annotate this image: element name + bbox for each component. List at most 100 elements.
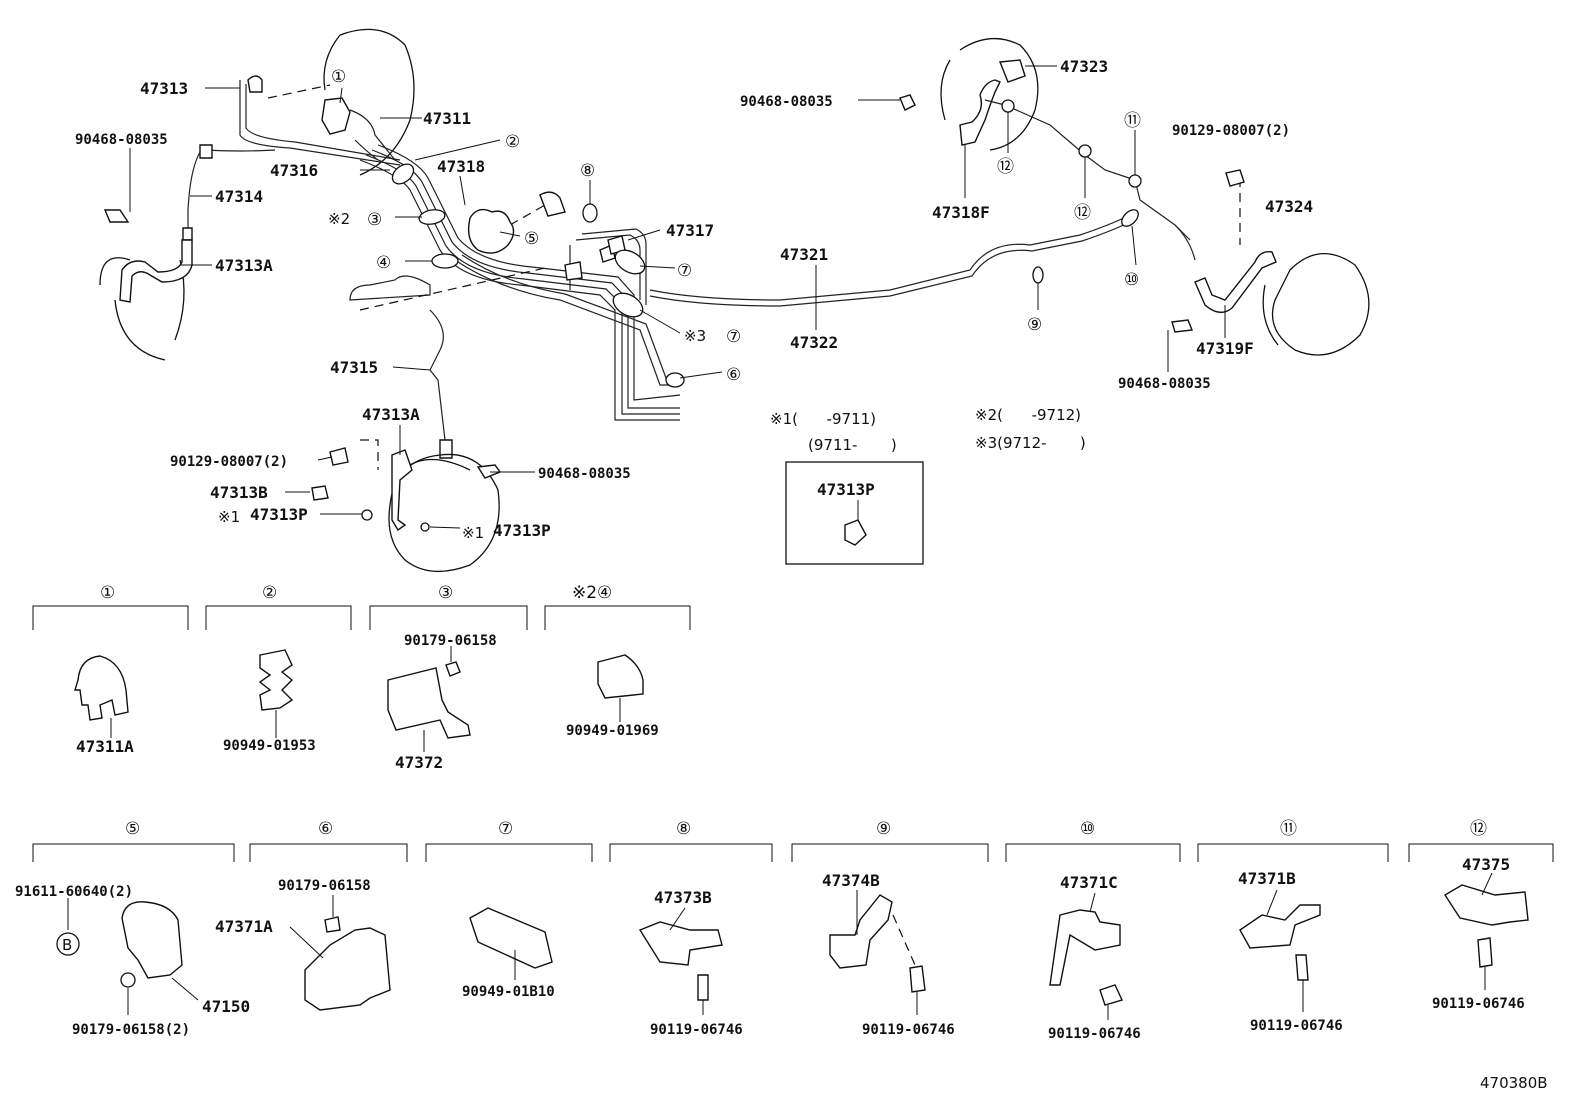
proportioning-valve-part [321,97,351,135]
label-47371C: 47371C [1060,873,1118,892]
label-47318: 47318 [437,157,485,176]
callout-8: ⑧ [580,161,595,181]
bracket-5-part [467,208,515,254]
label-90129-a: 90129-08007(2) [170,454,288,470]
label-47313A-bottom: 47313A [362,405,420,424]
part-47311A [74,655,129,721]
label-90468-d: 90468-08035 [1118,376,1211,392]
rear-upper-brake-assembly [899,37,1191,284]
label-90179-a: 90179-06158 [404,633,497,649]
part-47375 [1444,884,1529,926]
group-4: ※2④ [572,583,612,603]
label-90179-c: 90179-06158 [278,878,371,894]
label-90119-a: 90119-06746 [650,1022,743,1038]
part-47150 [121,901,183,979]
label-47316: 47316 [270,161,318,180]
group-brackets [32,605,1554,862]
callout-1: ① [331,67,346,87]
callout-11: ⑪ [1124,111,1141,131]
mark-3: ※3 [684,327,706,345]
label-90949-01953: 90949-01953 [223,738,316,754]
part-90949-01953 [258,649,294,711]
label-47373B: 47373B [654,888,712,907]
group-11: ⑪ [1280,819,1297,839]
label-47313P-a: 47313P [250,505,308,524]
label-90119-d: 90119-06746 [1250,1018,1343,1034]
label-90468-c: 90468-08035 [740,94,833,110]
leader-lines [129,65,1226,529]
mark-2: ※2 [328,210,350,228]
label-47313P-box: 47313P [817,480,875,499]
label-47318F: 47318F [932,203,990,222]
group-1: ① [100,583,115,603]
note-2: ※2( -9712) [975,406,1081,424]
label-47315: 47315 [330,358,378,377]
callout-2: ② [505,132,520,152]
label-90119-e: 90119-06746 [1432,996,1525,1012]
part-47371C [1049,909,1121,986]
group-12: ⑫ [1470,819,1487,839]
callout-7a: ⑦ [677,261,692,281]
mark-1b: ※1 [462,524,484,542]
group-3: ③ [438,583,453,603]
part-47371A [304,927,391,1011]
label-90468-b: 90468-08035 [538,466,631,482]
part-47374B [829,894,893,969]
label-47311: 47311 [423,109,471,128]
part-47373B [638,921,723,966]
group-7: ⑦ [498,819,513,839]
label-90119-b: 90119-06746 [862,1022,955,1038]
group-9: ⑨ [876,819,891,839]
callout-numbers: ① ② ※2 ③ ④ ⑤ ⑥ ⑦ ※3 ⑦ ⑧ ⑨ ⑩ ⑪ ⑫ ⑫ ※1 ※1 … [56,67,1141,956]
diagram-id: 470380B [1480,1074,1548,1092]
note-1b: (9711- ) [808,436,897,454]
group-10: ⑩ [1080,819,1095,839]
callout-12b: ⑫ [1074,203,1091,223]
label-47321: 47321 [780,245,828,264]
label-47371A: 47371A [215,917,273,936]
label-47150: 47150 [202,997,250,1016]
note-1a: ※1( -9711) [770,410,876,428]
part-47371B [1239,904,1321,949]
label-47372: 47372 [395,753,443,772]
group-5: ⑤ [125,819,140,839]
callout-6: ⑥ [726,365,741,385]
callout-9: ⑨ [1027,315,1042,335]
label-47371B: 47371B [1238,869,1296,888]
label-47314: 47314 [215,187,263,206]
label-90179-b: 90179-06158(2) [72,1022,190,1038]
note-3: ※3(9712- ) [975,434,1086,452]
callout-7b: ⑦ [726,327,741,347]
label-47313A-top: 47313A [215,256,273,275]
label-90949-01B10: 90949-01B10 [462,984,555,1000]
main-tube-bundle [349,144,1133,459]
label-90129-b: 90129-08007(2) [1172,123,1290,139]
detail-parts-row2 [67,872,1529,1020]
label-47317: 47317 [666,221,714,240]
mark-1a: ※1 [218,508,240,526]
label-90468-a: 90468-08035 [75,132,168,148]
callout-3: ③ [367,210,382,230]
label-91611: 91611-60640(2) [15,884,133,900]
label-90949-01969: 90949-01969 [566,723,659,739]
date-notes: ※1( -9711) (9711- ) ※2( -9712) ※3(9712- … [770,406,1086,454]
note-box-47313P [785,461,924,565]
callout-12a: ⑫ [997,157,1014,177]
label-47323: 47323 [1060,57,1108,76]
label-47374B: 47374B [822,871,880,890]
part-90949-01B10 [469,907,553,969]
label-47313: 47313 [140,79,188,98]
part-number-labels: 47313 47311 90468-08035 47316 47318 4731… [15,57,1525,1042]
detail-parts-row1 [74,646,644,752]
rear-bracket-47323-part [999,59,1026,83]
rear-right-brake-assembly [1171,169,1370,356]
group-8: ⑧ [676,819,691,839]
label-90119-c: 90119-06746 [1048,1026,1141,1042]
group-2: ② [262,583,277,603]
part-47372 [387,667,471,739]
front-upper-brake-assembly [99,28,415,361]
group-headers: ① ② ③ ※2④ ⑤ ⑥ ⑦ ⑧ ⑨ ⑩ ⑪ ⑫ [100,583,1487,839]
callout-B: B [62,936,72,954]
